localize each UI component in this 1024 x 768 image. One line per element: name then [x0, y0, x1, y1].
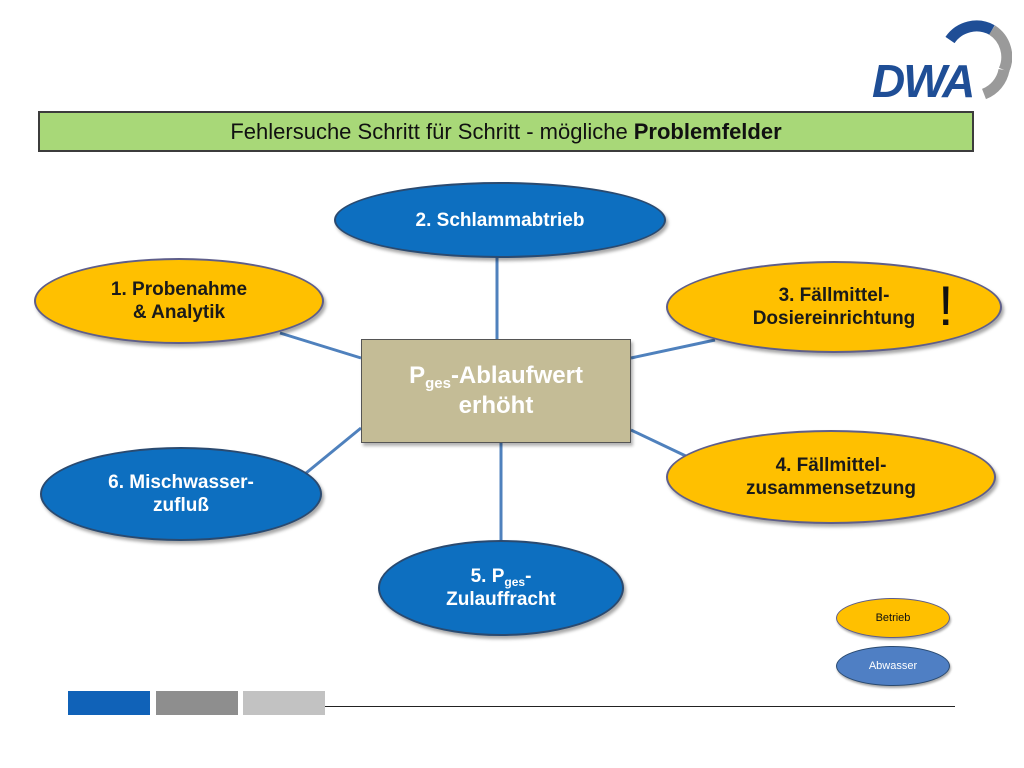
center-rest: -Ablaufwert: [450, 362, 583, 389]
node-5-pre: 5. P: [470, 566, 505, 587]
footer-bar-blue: [68, 691, 150, 715]
footer-bar-lightgray: [243, 691, 325, 715]
node-5-post: -: [525, 566, 532, 587]
footer-divider: [325, 706, 955, 707]
node-faellmittel-zusammensetzung: 4. Fällmittel- zusammensetzung: [666, 430, 996, 524]
connector-4: [630, 428, 691, 460]
node-zulauffracht: 5. Pges- Zulauffracht: [378, 540, 624, 636]
title-text: Fehlersuche Schritt für Schritt - möglic…: [230, 118, 628, 144]
node-probenahme: 1. Probenahme & Analytik: [34, 258, 324, 344]
node-1-line2: & Analytik: [132, 302, 226, 323]
title-bold: Problemfelder: [633, 118, 782, 144]
node-mischwasserzufluss: 6. Mischwasser- zufluß: [40, 447, 322, 541]
node-6-line2: zufluß: [153, 495, 209, 516]
node-1-line1: 1. Probenahme: [110, 279, 248, 300]
connector-1: [279, 331, 362, 360]
center-line1: Pges-Ablaufwert: [409, 361, 583, 391]
node-schlammabtrieb: 2. Schlammabtrieb: [334, 182, 666, 258]
footer-bar-gray: [156, 691, 238, 715]
node-6-line1: 6. Mischwasser-: [108, 472, 254, 493]
node-5-line2: Zulauffracht: [446, 589, 556, 610]
node-3-line1: 3. Fällmittel-: [778, 285, 890, 306]
center-sub: ges: [425, 375, 451, 392]
logo-arc-icon: [945, 20, 1012, 100]
legend-betrieb: Betrieb: [836, 598, 950, 638]
center-p: P: [409, 362, 426, 389]
node-3-line2: Dosiereinrichtung: [752, 308, 916, 329]
center-line2: erhöht: [458, 392, 534, 419]
alert-exclamation-icon: !: [938, 274, 954, 337]
legend-abwasser: Abwasser: [836, 646, 950, 686]
logo-text: DWA: [872, 55, 975, 107]
dwa-logo: DWA: [866, 18, 1012, 104]
node-2-label: 2. Schlammabtrieb: [415, 209, 585, 231]
connector-3: [630, 338, 716, 360]
title-bar: Fehlersuche Schritt für Schritt - möglic…: [38, 111, 974, 152]
node-faellmittel-dosiereinrichtung: 3. Fällmittel- Dosiereinrichtung: [666, 261, 1002, 353]
node-5-sub: ges: [504, 575, 526, 589]
center-problem-box: Pges-Ablaufwert erhöht: [361, 339, 631, 443]
connector-6: [299, 426, 362, 480]
node-4-line2: zusammensetzung: [746, 478, 916, 499]
node-5-line1: 5. Pges-: [471, 565, 532, 588]
node-4-line1: 4. Fällmittel-: [775, 455, 887, 476]
